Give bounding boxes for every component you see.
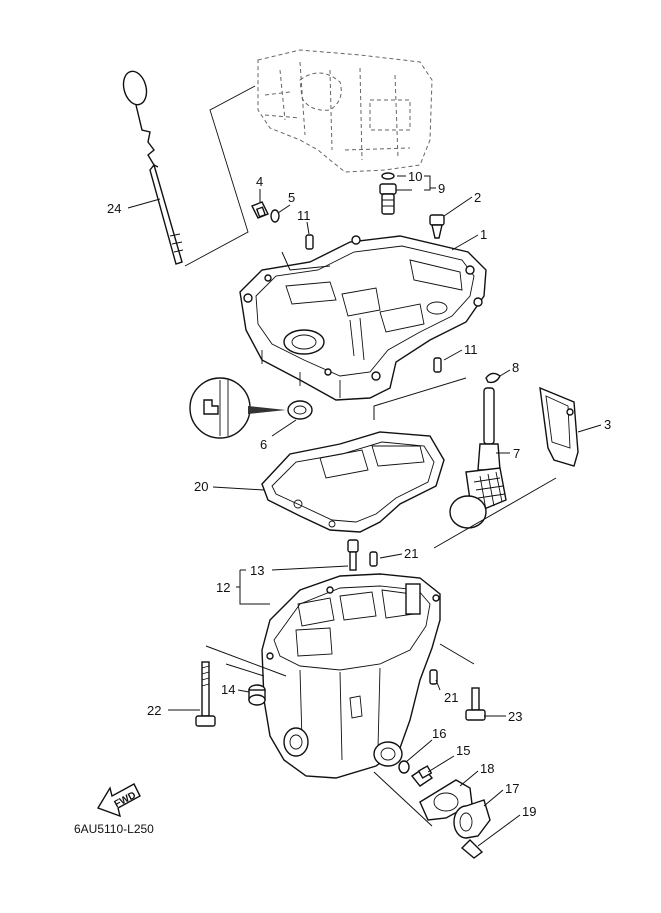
callout-18: 18 <box>480 761 494 776</box>
clip-8 <box>485 372 501 384</box>
drawing-code: 6AU5110-L250 <box>74 822 154 836</box>
cap-17 <box>453 799 491 839</box>
callout-16: 16 <box>432 726 446 741</box>
callout-4: 4 <box>256 174 263 189</box>
bolt-22 <box>195 661 216 727</box>
washer-16 <box>398 760 410 774</box>
engine-block-ghost <box>257 49 433 173</box>
dowel-pin-11a <box>305 234 314 250</box>
callout-22: 22 <box>147 703 161 718</box>
callout-12: 12 <box>216 580 230 595</box>
dipstick-ref-line <box>184 85 256 267</box>
callout-9: 9 <box>438 181 445 196</box>
bolt-19 <box>460 839 484 859</box>
washer-5 <box>270 209 280 223</box>
callout-24: 24 <box>107 201 121 216</box>
callout-5: 5 <box>288 190 295 205</box>
leader-lines <box>127 175 602 847</box>
dowel-pin-21a <box>369 551 378 567</box>
callout-7: 7 <box>513 446 520 461</box>
seal-detail-bubble <box>189 377 286 439</box>
callout-14: 14 <box>221 682 235 697</box>
grommet-14 <box>248 684 266 706</box>
callout-13: 13 <box>250 563 264 578</box>
callout-3: 3 <box>604 417 611 432</box>
upper-casing-1 <box>239 235 487 401</box>
callout-20: 20 <box>194 479 208 494</box>
fwd-arrow-icon: FWD <box>96 783 141 818</box>
fitting-13 <box>347 539 359 571</box>
oil-strainer-7 <box>449 387 507 529</box>
bolt-4 <box>251 201 269 219</box>
callout-2: 2 <box>474 190 481 205</box>
bolt-23 <box>465 687 486 721</box>
callout-21-upper: 21 <box>404 546 418 561</box>
callout-17: 17 <box>505 781 519 796</box>
gasket-20 <box>261 431 445 533</box>
dowel-pin-21b <box>429 669 438 685</box>
callout-1: 1 <box>480 227 487 242</box>
callout-19: 19 <box>522 804 536 819</box>
callout-8: 8 <box>512 360 519 375</box>
callout-23: 23 <box>508 709 522 724</box>
oil-seal-6 <box>287 400 313 420</box>
oil-pan-12 <box>261 573 441 779</box>
plug-2 <box>429 214 445 239</box>
dipstick <box>122 70 184 265</box>
callout-15: 15 <box>456 743 470 758</box>
o-ring-10 <box>381 172 395 180</box>
baffle-plate-3 <box>539 386 579 467</box>
callout-11-lower: 11 <box>464 342 478 357</box>
callout-11-upper: 11 <box>297 208 311 223</box>
fitting-9 <box>379 183 397 215</box>
callout-labels: 1 2 3 4 5 6 7 8 9 10 11 11 12 13 14 15 1… <box>107 169 611 819</box>
drain-bolt-15 <box>410 765 434 787</box>
callout-21-lower: 21 <box>444 690 458 705</box>
dowel-pin-11b <box>433 357 442 373</box>
callout-6: 6 <box>260 437 267 452</box>
callout-10: 10 <box>408 169 422 184</box>
